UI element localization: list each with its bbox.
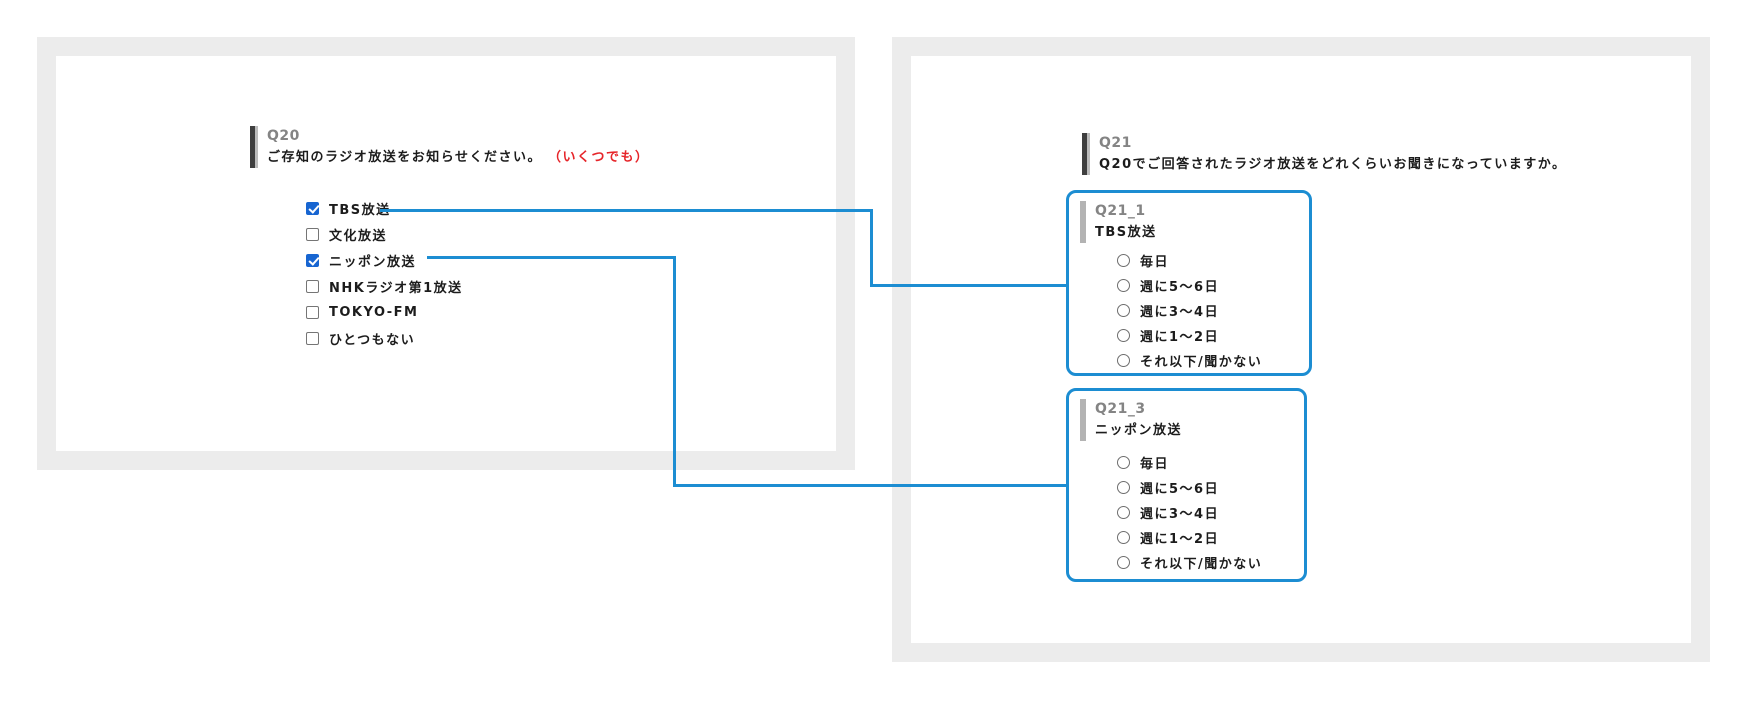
radio-button[interactable]	[1117, 555, 1130, 569]
checkbox-label: TBS放送	[329, 202, 391, 218]
radio-button[interactable]	[1117, 278, 1130, 292]
radio-label: 週に5～6日	[1140, 279, 1220, 295]
checkbox[interactable]	[306, 201, 319, 215]
question-marker-bar	[1082, 133, 1090, 175]
q21-panel: Q21 Q20でご回答されたラジオ放送をどれくらいお聞きになっていますか。 Q2…	[892, 37, 1710, 662]
radio-label: それ以下/聞かない	[1140, 354, 1263, 370]
radio-button[interactable]	[1117, 253, 1130, 267]
radio-button[interactable]	[1117, 353, 1130, 367]
checkbox-option-row: 文化放送	[306, 227, 463, 244]
connector-nippon-horizontal-1	[427, 256, 676, 259]
q20-question-text: ご存知のラジオ放送をお知らせください。 （いくつでも）	[267, 147, 650, 168]
radio-button[interactable]	[1117, 455, 1130, 469]
radio-button[interactable]	[1117, 328, 1130, 342]
radio-label: 週に1～2日	[1140, 531, 1220, 547]
radio-option-row: 週に1～2日	[1117, 530, 1262, 547]
radio-button[interactable]	[1117, 303, 1130, 317]
checkbox-option-row: ニッポン放送	[306, 253, 463, 270]
q21-1-box: Q21_1 TBS放送 毎日 週に5～6日 週に3～4日 週に1～2日	[1066, 190, 1312, 376]
q20-panel: Q20 ご存知のラジオ放送をお知らせください。 （いくつでも） TBS放送 文化…	[37, 37, 855, 470]
radio-option-row: 週に3～4日	[1117, 505, 1262, 522]
checkbox-label: ニッポン放送	[329, 254, 417, 270]
q20-question-main: ご存知のラジオ放送をお知らせください。	[267, 150, 542, 165]
checkbox-label: TOKYO-FM	[329, 304, 419, 320]
question-marker-bar	[1080, 201, 1086, 243]
radio-option-row: 週に3～4日	[1117, 303, 1262, 320]
q21-1-header: Q21_1 TBS放送	[1080, 201, 1157, 243]
q21-3-title: ニッポン放送	[1095, 423, 1183, 438]
q21-1-id: Q21_1	[1095, 203, 1146, 219]
radio-label: 週に5～6日	[1140, 481, 1220, 497]
checkbox-option-row: TOKYO-FM	[306, 304, 463, 320]
q21-id: Q21	[1099, 135, 1132, 151]
connector-tbs-horizontal-1	[380, 209, 873, 212]
checkbox[interactable]	[306, 305, 319, 319]
radio-option-row: 週に5～6日	[1117, 480, 1262, 497]
radio-button[interactable]	[1117, 480, 1130, 494]
radio-option-row: それ以下/聞かない	[1117, 353, 1263, 370]
q20-id: Q20	[267, 128, 300, 144]
checkbox-option-row: NHKラジオ第1放送	[306, 279, 463, 296]
radio-button[interactable]	[1117, 505, 1130, 519]
q21-1-option-list: 毎日 週に5～6日 週に3～4日 週に1～2日 それ以下/聞かない	[1117, 253, 1262, 378]
q21-header: Q21 Q20でご回答されたラジオ放送をどれくらいお聞きになっていますか。	[1082, 133, 1566, 175]
radio-button[interactable]	[1117, 530, 1130, 544]
q21-3-header: Q21_3 ニッポン放送	[1080, 399, 1182, 441]
radio-option-row: 毎日	[1117, 455, 1262, 472]
q20-header: Q20 ご存知のラジオ放送をお知らせください。 （いくつでも）	[250, 126, 650, 168]
radio-label: 週に3～4日	[1140, 304, 1220, 320]
checkbox-option-row: ひとつもない	[306, 331, 463, 348]
checkbox[interactable]	[306, 279, 319, 293]
connector-nippon-vertical	[673, 256, 676, 487]
q20-option-list: TBS放送 文化放送 ニッポン放送 NHKラジオ第1放送 TOKYO-FM ひと…	[306, 201, 463, 357]
radio-label: 毎日	[1140, 456, 1170, 472]
radio-label: それ以下/聞かない	[1140, 556, 1263, 572]
question-marker-bar	[1080, 399, 1086, 441]
question-marker-bar	[250, 126, 258, 168]
q21-question-text: Q20でご回答されたラジオ放送をどれくらいお聞きになっていますか。	[1099, 157, 1567, 172]
radio-label: 毎日	[1140, 254, 1170, 270]
q21-3-option-list: 毎日 週に5～6日 週に3～4日 週に1～2日 それ以下/聞かない	[1117, 455, 1262, 580]
radio-option-row: それ以下/聞かない	[1117, 555, 1263, 572]
q21-3-box: Q21_3 ニッポン放送 毎日 週に5～6日 週に3～4日 週に1～2日	[1066, 388, 1307, 582]
radio-option-row: 週に5～6日	[1117, 278, 1262, 295]
checkbox[interactable]	[306, 253, 319, 267]
connector-tbs-horizontal-2	[870, 284, 1066, 287]
connector-tbs-vertical	[870, 209, 873, 287]
q21-1-title: TBS放送	[1095, 225, 1157, 240]
checkbox-option-row: TBS放送	[306, 201, 463, 218]
checkbox-label: NHKラジオ第1放送	[329, 280, 463, 296]
checkbox-label: 文化放送	[329, 228, 388, 244]
checkbox[interactable]	[306, 227, 319, 241]
checkbox-label: ひとつもない	[329, 332, 416, 348]
radio-label: 週に3～4日	[1140, 506, 1220, 522]
checkbox[interactable]	[306, 331, 319, 345]
radio-option-row: 週に1～2日	[1117, 328, 1262, 345]
connector-nippon-horizontal-2	[673, 484, 1066, 487]
radio-label: 週に1～2日	[1140, 329, 1220, 345]
q20-question-note: （いくつでも）	[548, 150, 650, 165]
q21-3-id: Q21_3	[1095, 401, 1146, 417]
radio-option-row: 毎日	[1117, 253, 1262, 270]
